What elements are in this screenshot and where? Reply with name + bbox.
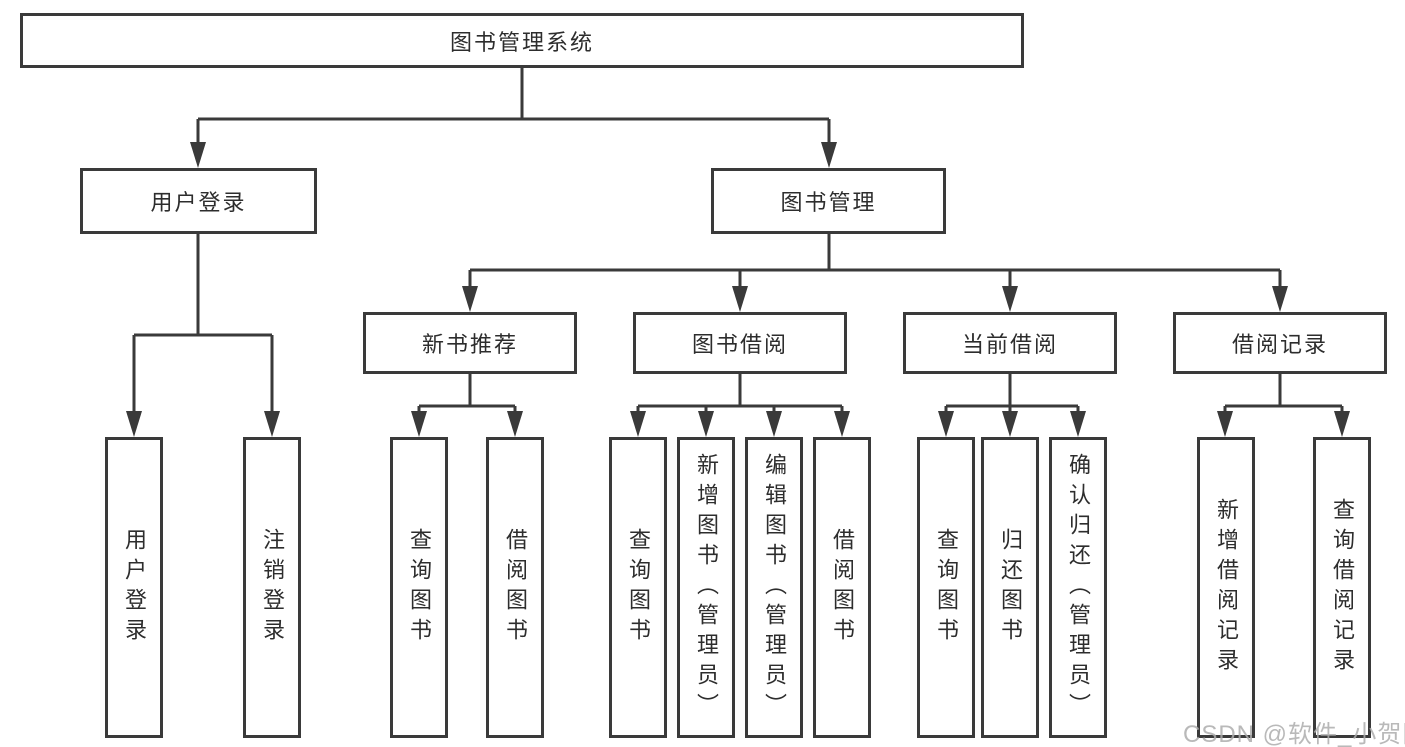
csdn-watermark: CSDN @软件_小贺同学 bbox=[1183, 721, 1405, 747]
node-new-book-recommend: 新书推荐 bbox=[363, 312, 577, 374]
leaf-add-book-admin: 新增图书（管理员） bbox=[677, 437, 735, 738]
leaf-query-book-borrow: 查询图书 bbox=[609, 437, 667, 738]
connector-current-borrow bbox=[944, 374, 1080, 413]
leaf-borrow-book-recommend: 借阅图书 bbox=[486, 437, 544, 738]
leaf-add-borrow-record: 新增借阅记录 bbox=[1197, 437, 1255, 738]
leaf-confirm-return-admin: 确认归还（管理员） bbox=[1049, 437, 1107, 738]
node-book-management: 图书管理 bbox=[711, 168, 946, 234]
connector-user-login bbox=[132, 234, 274, 413]
node-root-system: 图书管理系统 bbox=[20, 13, 1024, 68]
node-current-borrow: 当前借阅 bbox=[903, 312, 1117, 374]
connector-borrow-records bbox=[1223, 374, 1344, 413]
node-user-login: 用户登录 bbox=[80, 168, 317, 234]
leaf-user-login: 用户登录 bbox=[105, 437, 163, 738]
leaf-query-book-current: 查询图书 bbox=[917, 437, 975, 738]
connector-new-book bbox=[417, 374, 517, 413]
node-borrow-records: 借阅记录 bbox=[1173, 312, 1387, 374]
leaf-logout: 注销登录 bbox=[243, 437, 301, 738]
connector-root bbox=[196, 68, 831, 144]
node-book-borrow: 图书借阅 bbox=[633, 312, 847, 374]
leaf-borrow-book: 借阅图书 bbox=[813, 437, 871, 738]
arrowheads bbox=[126, 142, 1350, 437]
leaf-query-borrow-record: 查询借阅记录 bbox=[1313, 437, 1371, 738]
leaf-query-book-recommend: 查询图书 bbox=[390, 437, 448, 738]
connector-book-management bbox=[468, 234, 1282, 288]
leaf-return-book: 归还图书 bbox=[981, 437, 1039, 738]
connector-book-borrow bbox=[636, 374, 844, 413]
leaf-edit-book-admin: 编辑图书（管理员） bbox=[745, 437, 803, 738]
